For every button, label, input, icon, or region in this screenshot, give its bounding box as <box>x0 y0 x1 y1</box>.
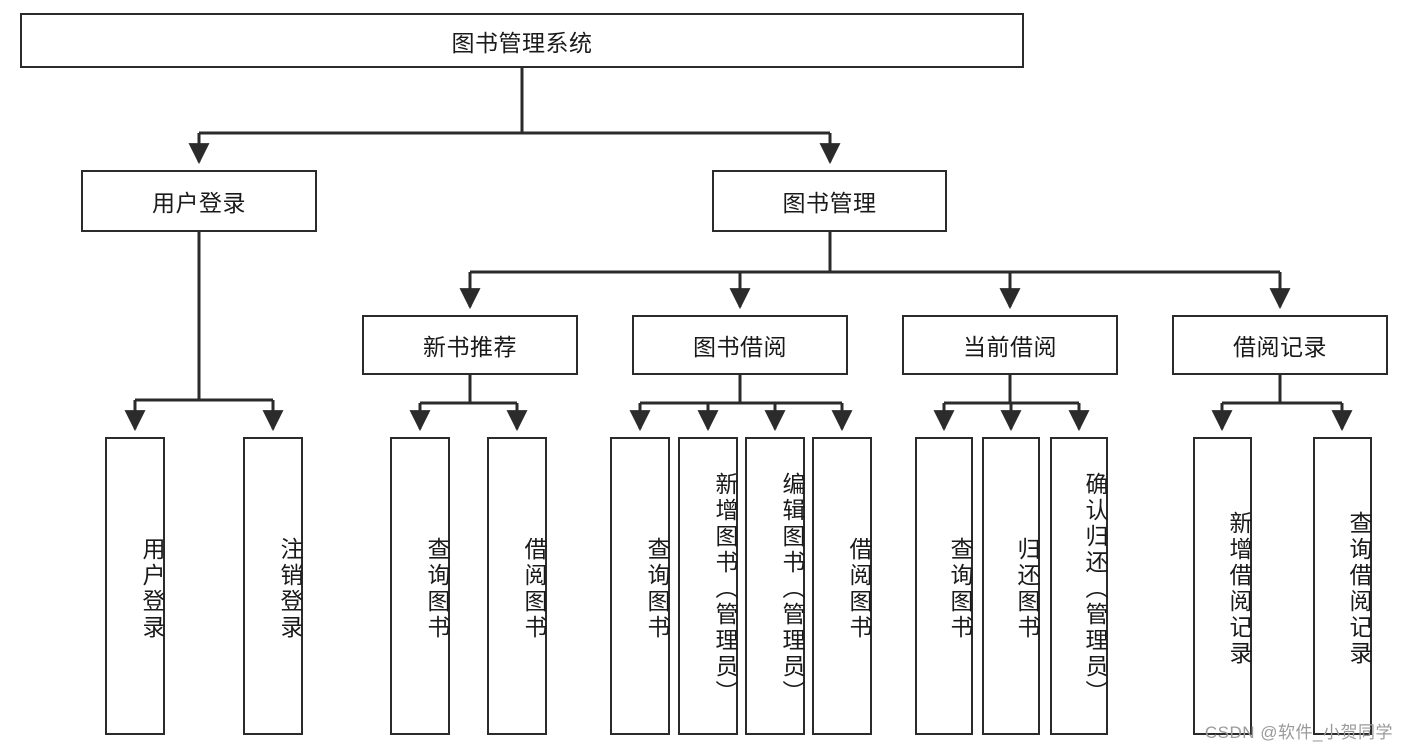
node-leaf-borrow-book-1-label: 借阅图书 <box>521 537 547 641</box>
node-leaf-query-record[interactable]: 查询借阅记录 <box>1313 437 1372 735</box>
node-new-book-recommend-label: 新书推荐 <box>423 334 517 360</box>
node-leaf-edit-book[interactable]: 编辑图书（管理员） <box>745 437 805 735</box>
node-root-label: 图书管理系统 <box>451 29 593 56</box>
node-leaf-borrow-book-1[interactable]: 借阅图书 <box>487 437 547 735</box>
node-leaf-return-book[interactable]: 归还图书 <box>982 437 1040 735</box>
node-leaf-query-book-1[interactable]: 查询图书 <box>390 437 450 735</box>
node-user-login-label: 用户登录 <box>152 190 246 216</box>
node-leaf-user-logout[interactable]: 注销登录 <box>243 437 303 735</box>
node-leaf-edit-book-label: 编辑图书（管理员） <box>779 472 805 706</box>
node-borrow-record-label: 借阅记录 <box>1233 334 1327 360</box>
node-new-book-recommend[interactable]: 新书推荐 <box>362 315 578 375</box>
node-leaf-query-book-3-label: 查询图书 <box>947 537 973 641</box>
node-book-borrow-label: 图书借阅 <box>693 334 787 360</box>
node-leaf-add-book-label: 新增图书（管理员） <box>712 472 738 706</box>
node-leaf-add-record[interactable]: 新增借阅记录 <box>1193 437 1252 735</box>
node-root[interactable]: 图书管理系统 <box>20 13 1024 68</box>
node-current-borrow[interactable]: 当前借阅 <box>902 315 1118 375</box>
node-leaf-add-book[interactable]: 新增图书（管理员） <box>678 437 738 735</box>
node-leaf-borrow-book-2-label: 借阅图书 <box>846 537 872 641</box>
node-book-manage[interactable]: 图书管理 <box>712 170 947 232</box>
node-leaf-query-record-label: 查询借阅记录 <box>1346 511 1372 667</box>
node-leaf-query-book-3[interactable]: 查询图书 <box>915 437 973 735</box>
node-leaf-user-login[interactable]: 用户登录 <box>105 437 165 735</box>
node-current-borrow-label: 当前借阅 <box>963 334 1057 360</box>
node-borrow-record[interactable]: 借阅记录 <box>1172 315 1388 375</box>
node-book-manage-label: 图书管理 <box>782 190 877 216</box>
node-leaf-query-book-1-label: 查询图书 <box>424 537 450 641</box>
node-leaf-query-book-2-label: 查询图书 <box>644 537 670 641</box>
node-leaf-confirm-return-label: 确认归还（管理员） <box>1082 472 1108 706</box>
node-leaf-user-logout-label: 注销登录 <box>277 537 303 641</box>
node-leaf-user-login-label: 用户登录 <box>139 537 165 641</box>
node-leaf-confirm-return[interactable]: 确认归还（管理员） <box>1050 437 1108 735</box>
node-leaf-query-book-2[interactable]: 查询图书 <box>610 437 670 735</box>
node-book-borrow[interactable]: 图书借阅 <box>632 315 848 375</box>
node-leaf-return-book-label: 归还图书 <box>1014 537 1040 641</box>
node-user-login[interactable]: 用户登录 <box>81 170 317 232</box>
node-leaf-add-record-label: 新增借阅记录 <box>1226 511 1252 667</box>
node-leaf-borrow-book-2[interactable]: 借阅图书 <box>812 437 872 735</box>
